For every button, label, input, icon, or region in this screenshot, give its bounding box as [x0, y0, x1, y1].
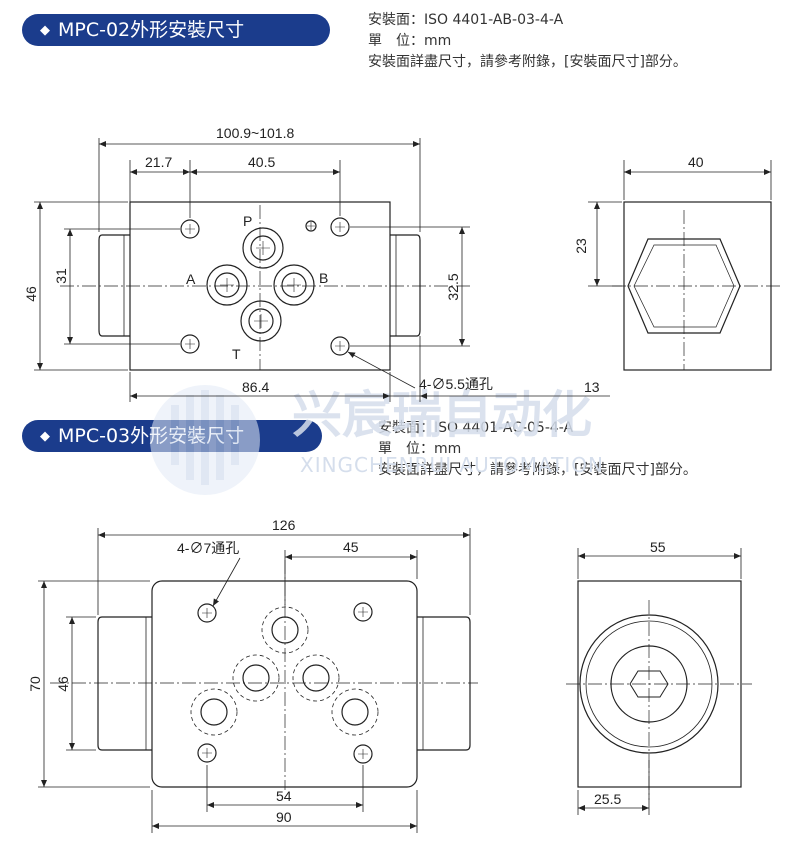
diamond-bullet-icon: ◆	[40, 429, 50, 444]
dim-21-7: 21.7	[145, 154, 172, 170]
dim-90: 90	[276, 809, 292, 825]
mpc02-mount-holes	[180, 217, 350, 356]
section1-title: MPC-02外形安裝尺寸	[58, 19, 245, 41]
mpc03-body	[151, 580, 418, 788]
section1-mount-face: 安裝面：ISO 4401-AB-03-4-A	[368, 12, 564, 28]
dim-70: 70	[27, 676, 43, 692]
section2-unit: 單 位：mm	[378, 441, 462, 457]
watermark: 兴宸瑞自动化 XINGCHENRUI AUTOMATION	[150, 385, 604, 495]
dim-side-offset-03: 25.5	[594, 791, 621, 807]
mpc02-side-dims	[588, 160, 772, 287]
section2-info: 安裝面：ISO 4401-AC-05-4-A 單 位：mm 安裝面詳盡尺寸，請參…	[378, 418, 697, 481]
mpc02-side-view	[612, 201, 780, 371]
section2-mount-face: 安裝面：ISO 4401-AC-05-4-A	[378, 420, 574, 436]
mpc02-right-stub	[390, 234, 421, 337]
port-p-label: P	[243, 213, 252, 229]
dim-40-5: 40.5	[248, 154, 275, 170]
dim-126: 126	[272, 517, 296, 533]
mpc03-side-view	[566, 580, 752, 800]
mpc03-front-view	[50, 560, 478, 790]
dim-side-width-03: 55	[650, 539, 666, 555]
dim-side-height-02: 23	[573, 238, 589, 254]
port-t-label: T	[232, 346, 241, 362]
dim-46-03: 46	[55, 676, 71, 692]
section1-unit: 單 位：mm	[368, 33, 452, 49]
watermark-logo-icon	[150, 385, 260, 495]
dim-54: 54	[276, 788, 292, 804]
watermark-cn-text: 兴宸瑞自动化	[292, 386, 592, 444]
mpc02-dim-lines	[34, 138, 610, 402]
mpc03-mount-holes	[197, 602, 373, 764]
mpc03-dim-lines	[38, 528, 471, 833]
dim-overall-length: 100.9~101.8	[216, 125, 294, 141]
dim-86-4: 86.4	[242, 379, 269, 395]
port-a-label: A	[186, 271, 196, 287]
mpc02-ports	[206, 227, 315, 342]
mpc03-side-dims	[577, 548, 742, 815]
mpc03-ports	[190, 606, 379, 736]
dim-32-5: 32.5	[445, 273, 461, 300]
diamond-bullet-icon: ◆	[40, 23, 50, 38]
dim-holes-03: 4-∅7通孔	[177, 540, 239, 556]
dim-46: 46	[23, 286, 39, 302]
section1-info: 安裝面：ISO 4401-AB-03-4-A 單 位：mm 安裝面詳盡尺寸，請參…	[368, 10, 687, 73]
mpc03-left-stub	[97, 616, 152, 751]
section2-note: 安裝面詳盡尺寸，請參考附錄，[安裝面尺寸]部分。	[378, 462, 697, 478]
dim-holes-02: 4-∅5.5通孔	[419, 376, 493, 392]
mpc03-right-stub	[417, 616, 471, 751]
watermark-en-text: XINGCHENRUI AUTOMATION	[300, 453, 604, 477]
dim-45: 45	[343, 539, 359, 555]
mpc02-left-stub	[98, 234, 130, 337]
section1-note: 安裝面詳盡尺寸，請參考附錄，[安裝面尺寸]部分。	[368, 54, 687, 70]
dim-31: 31	[53, 268, 69, 284]
dim-13: 13	[584, 379, 600, 395]
dim-side-width-02: 40	[688, 154, 704, 170]
section1-title-bar: ◆ MPC-02外形安裝尺寸	[22, 14, 330, 46]
mpc02-front-view	[60, 201, 470, 371]
port-b-label: B	[319, 270, 328, 286]
